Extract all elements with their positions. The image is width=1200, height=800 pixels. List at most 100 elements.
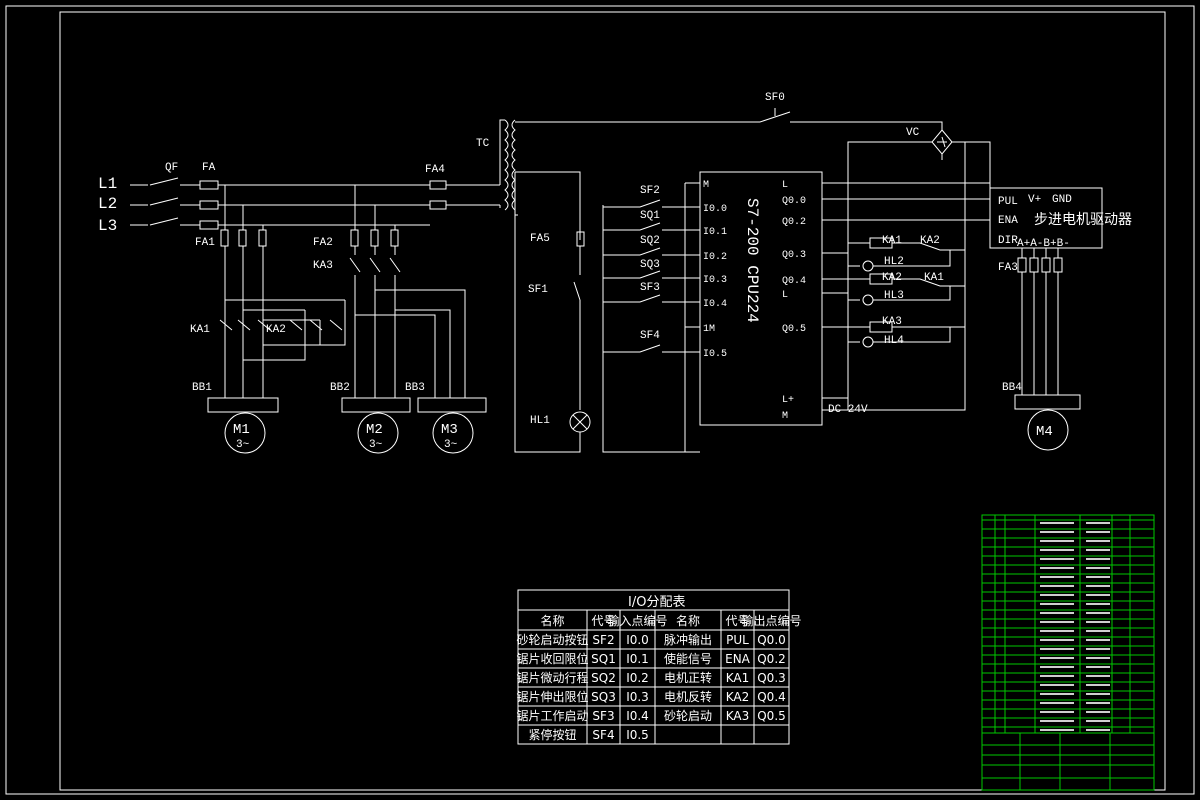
label-qf: QF	[165, 162, 178, 174]
io-cell: 砂轮启动	[664, 709, 712, 723]
plc-pin-in: I0.3	[703, 275, 727, 286]
title-block	[981, 514, 1155, 791]
plc-pin-in: I0.5	[703, 349, 727, 360]
io-cell: 紧停按钮	[528, 727, 576, 742]
io-cell: 锯片伸出限位	[516, 689, 588, 704]
out-ka1b: KA1	[924, 272, 944, 284]
io-cell: 电机正转	[664, 670, 712, 685]
label-bb3: BB3	[405, 382, 425, 394]
io-cell: KA2	[726, 690, 750, 704]
label-sf0: SF0	[765, 92, 785, 104]
io-cell: SF2	[592, 633, 614, 647]
plc-pin-in: M	[703, 180, 709, 191]
io-cell: KA1	[726, 671, 750, 685]
io-cell: 锯片微动行程	[516, 670, 588, 685]
out-ka3: KA3	[882, 316, 902, 328]
io-cell: SQ2	[591, 671, 616, 685]
label-l1: L1	[98, 175, 117, 193]
label-ka2-contact: KA2	[266, 324, 286, 336]
driver-vplus: V+	[1028, 194, 1041, 206]
io-cell: Q0.3	[757, 671, 786, 685]
io-header: 输出点编号	[741, 613, 801, 628]
label-fa5: FA5	[530, 233, 550, 245]
motor-m3-phase: 3~	[444, 439, 458, 451]
label-bb2: BB2	[330, 382, 350, 394]
driver-dir: DIR	[998, 235, 1018, 247]
label-tc: TC	[476, 138, 490, 150]
io-cell: PUL	[726, 633, 749, 647]
io-cell: I0.5	[626, 728, 649, 742]
out-hl2: HL2	[884, 256, 904, 268]
label-sq1: SQ1	[640, 210, 660, 222]
label-vc: VC	[906, 127, 920, 139]
io-cell: SQ1	[591, 652, 616, 666]
label-fa3: FA3	[998, 262, 1018, 274]
io-cell: 使能信号	[664, 651, 712, 666]
plc-pin-in: I0.4	[703, 299, 727, 310]
plc-pin-in: 1M	[703, 324, 715, 335]
drawing-frame	[59, 11, 1166, 791]
label-fa4: FA4	[425, 164, 445, 176]
motor-m1: M1	[233, 422, 250, 438]
io-cell: SF4	[592, 728, 614, 742]
driver-phases: A+A-B+B-	[1017, 238, 1070, 250]
label-bb1: BB1	[192, 382, 212, 394]
io-cell: 锯片工作启动	[516, 708, 588, 723]
label-sq2: SQ2	[640, 235, 660, 247]
io-header: 输入点编号	[607, 613, 667, 628]
plc-pin-in: I0.0	[703, 204, 727, 215]
io-cell: I0.0	[626, 633, 649, 647]
label-sf4: SF4	[640, 330, 660, 342]
out-ka1: KA1	[882, 235, 902, 247]
io-header: 名称	[540, 613, 564, 628]
io-cell: Q0.2	[757, 652, 786, 666]
io-header: 代号	[725, 614, 749, 628]
out-ka2b: KA2	[882, 272, 902, 284]
outer-border	[5, 5, 1195, 795]
plc-pin-out: L+	[782, 395, 794, 406]
motor-m2: M2	[366, 422, 383, 438]
label-ka3: KA3	[313, 260, 333, 272]
out-ka2: KA2	[920, 235, 940, 247]
driver-gnd: GND	[1052, 194, 1072, 206]
mains-lines: L1 L2 L3 QF FA FA4	[98, 162, 500, 235]
plc-inputs: SF2 SQ1 SQ2 SQ3 SF3 SF4	[602, 182, 700, 453]
label-fa: FA	[202, 162, 216, 174]
driver-ena: ENA	[998, 215, 1018, 227]
label-fa1: FA1	[195, 237, 215, 249]
io-table-title: I/O分配表	[628, 595, 685, 610]
motor-m3: M3	[441, 422, 458, 438]
plc-pin-out: L	[782, 290, 788, 301]
out-hl4: HL4	[884, 335, 904, 347]
io-cell: SQ3	[591, 690, 616, 704]
plc-pin-out: M	[782, 411, 788, 422]
plc-pin-out: Q0.4	[782, 276, 806, 287]
label-sf2: SF2	[640, 185, 660, 197]
label-l2: L2	[98, 195, 117, 213]
io-cell: SF3	[592, 709, 614, 723]
plc-pin-out: Q0.5	[782, 324, 806, 335]
transformer-tc: TC FA5 SF1 HL1	[476, 119, 760, 453]
label-sf1: SF1	[528, 284, 548, 296]
label-bb4: BB4	[1002, 382, 1022, 394]
out-hl3: HL3	[884, 290, 904, 302]
io-cell: I0.3	[626, 690, 649, 704]
io-cell: I0.1	[626, 652, 649, 666]
io-cell: Q0.0	[757, 633, 786, 647]
motor-m1-phase: 3~	[236, 439, 250, 451]
plc-pin-out: Q0.2	[782, 217, 806, 228]
io-header: 名称	[676, 613, 700, 628]
plc-pin-in: I0.2	[703, 252, 727, 263]
driver-title: 步进电机驱动器	[1034, 212, 1132, 228]
label-ka1-contact: KA1	[190, 324, 210, 336]
io-cell: ENA	[725, 652, 751, 666]
io-cell: I0.4	[626, 709, 649, 723]
io-cell: 电机反转	[664, 689, 712, 704]
label-l3: L3	[98, 217, 117, 235]
io-cell: Q0.4	[757, 690, 786, 704]
label-fa2: FA2	[313, 237, 333, 249]
label-hl1: HL1	[530, 415, 550, 427]
plc-model: S7-200 CPU224	[743, 198, 761, 323]
